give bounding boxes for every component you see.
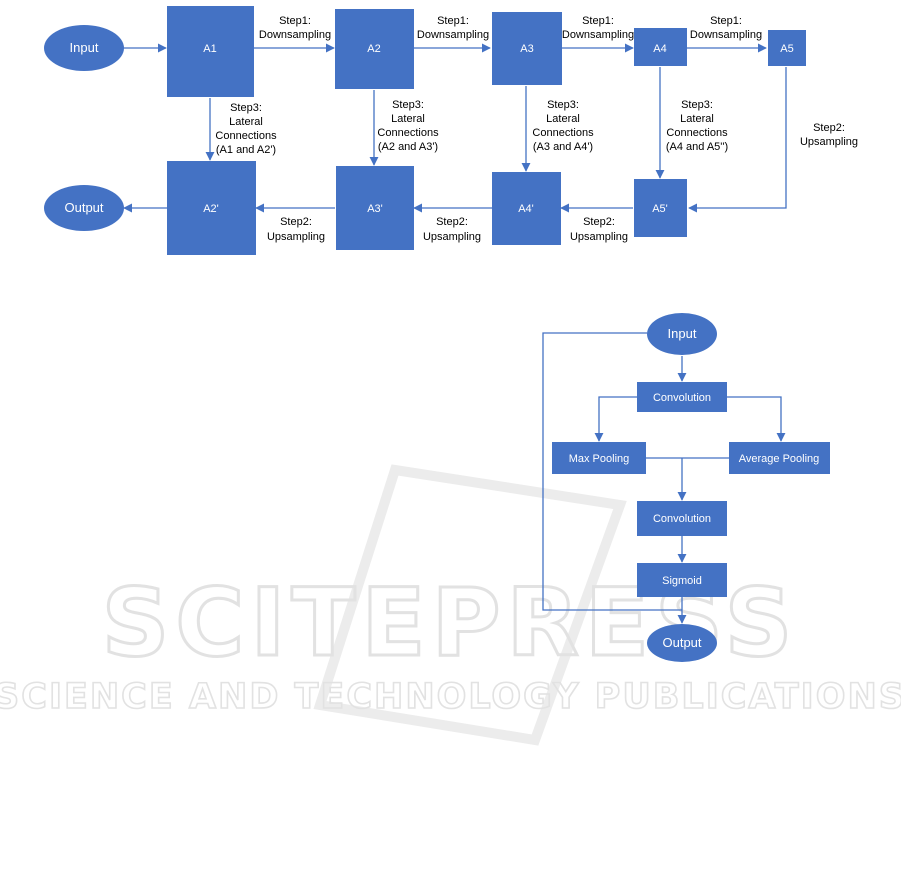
node-a2 [335, 9, 414, 89]
lateral-2-line2: Lateral [391, 113, 425, 125]
lateral-1-line3: Connections [215, 130, 277, 142]
step1-label-3-line2: Downsampling [562, 29, 634, 41]
step2-label-1-line1: Step2: [813, 122, 845, 134]
node-a1 [167, 6, 254, 97]
node-a3 [492, 12, 562, 85]
att-conv1-label: Convolution [653, 392, 711, 404]
node-a3-label: A3 [520, 43, 533, 55]
step1-label-2-line1: Step1: [437, 15, 469, 27]
att-sigmoid-label: Sigmoid [662, 575, 702, 587]
lateral-2-line4: (A2 and A3') [378, 141, 438, 153]
step2-label-2-line2: Upsampling [570, 231, 628, 243]
fpn-output-node [44, 185, 124, 231]
att-conv2-node [637, 501, 727, 536]
node-a2-prime-label: A2' [203, 203, 219, 215]
step1-label-2-line2: Downsampling [417, 29, 489, 41]
lateral-3-line1: Step3: [547, 99, 579, 111]
step1-label-3-line1: Step1: [582, 15, 614, 27]
step2-label-4-line2: Upsampling [267, 231, 325, 243]
fpn-lateral-labels: Step3: Lateral Connections (A1 and A2') … [215, 99, 728, 156]
step1-label-4-line1: Step1: [710, 15, 742, 27]
att-conv2-label: Convolution [653, 513, 711, 525]
watermark-subtitle: SCIENCE AND TECHNOLOGY PUBLICATIONS [0, 677, 901, 717]
lateral-3-line2: Lateral [546, 113, 580, 125]
step2-label-3-line2: Upsampling [423, 231, 481, 243]
node-a4-prime-label: A4' [518, 203, 534, 215]
att-conv1-node [637, 382, 727, 412]
att-avgpool-label: Average Pooling [739, 453, 820, 465]
step1-label-4-line2: Downsampling [690, 29, 762, 41]
lateral-2-line1: Step3: [392, 99, 424, 111]
attention-edges [542, 332, 786, 624]
lateral-2-line3: Connections [377, 127, 439, 139]
edge-att-conv1-maxpool [594, 396, 637, 442]
node-a5-prime [634, 179, 687, 237]
lateral-1-line2: Lateral [229, 116, 263, 128]
lateral-4-line3: Connections [666, 127, 728, 139]
fpn-step1-labels: Step1: Downsampling Step1: Downsampling … [259, 15, 762, 41]
edge-att-skip-connection [542, 332, 682, 611]
step2-label-2-line1: Step2: [583, 216, 615, 228]
node-a2-label: A2 [367, 43, 380, 55]
step1-label-1-line2: Downsampling [259, 29, 331, 41]
fpn-output-label: Output [64, 200, 103, 215]
lateral-3-line3: Connections [532, 127, 594, 139]
node-a4 [634, 28, 687, 66]
node-a5 [768, 30, 806, 66]
node-a5-label: A5 [780, 43, 793, 55]
step2-label-3-line1: Step2: [436, 216, 468, 228]
node-a3-prime [336, 166, 414, 250]
node-a2-prime [167, 161, 256, 255]
node-a4-label: A4 [653, 43, 666, 55]
att-output-node [647, 624, 717, 662]
lateral-4-line2: Lateral [680, 113, 714, 125]
fpn-edges [123, 43, 787, 213]
node-a4-prime [492, 172, 561, 245]
step1-label-1-line1: Step1: [279, 15, 311, 27]
att-maxpool-node [552, 442, 646, 474]
attention-nodes: Input Convolution Max Pooling Average Po… [552, 313, 830, 662]
step2-label-1-line2: Upsampling [800, 136, 858, 148]
watermark: SCITEPRESS SCIENCE AND TECHNOLOGY PUBLIC… [0, 464, 901, 746]
node-a3-prime-label: A3' [367, 203, 383, 215]
watermark-book-shape [313, 464, 627, 746]
fpn-input-node [44, 25, 124, 71]
edge-att-conv1-avgpool [727, 396, 786, 442]
lateral-1-line4: (A1 and A2') [216, 144, 276, 156]
lateral-1-line1: Step3: [230, 102, 262, 114]
lateral-3-line4: (A3 and A4') [533, 141, 593, 153]
step2-label-4-line1: Step2: [280, 216, 312, 228]
lateral-4-line1: Step3: [681, 99, 713, 111]
att-output-label: Output [662, 635, 701, 650]
fpn-nodes: Input A1 A2 A3 A4 A5 A5' A4' A3' A2' Out… [44, 6, 806, 255]
att-input-node [647, 313, 717, 355]
att-maxpool-label: Max Pooling [569, 453, 630, 465]
node-a1-label: A1 [203, 43, 216, 55]
att-sigmoid-node [637, 563, 727, 597]
att-input-label: Input [668, 326, 697, 341]
node-a5-prime-label: A5' [652, 203, 668, 215]
att-avgpool-node [729, 442, 830, 474]
edge-a5-a5p [688, 67, 787, 213]
fpn-input-label: Input [70, 40, 99, 55]
fpn-step2-labels: Step2: Upsampling Step2: Upsampling Step… [267, 122, 858, 243]
lateral-4-line4: (A4 and A5'') [666, 141, 728, 153]
